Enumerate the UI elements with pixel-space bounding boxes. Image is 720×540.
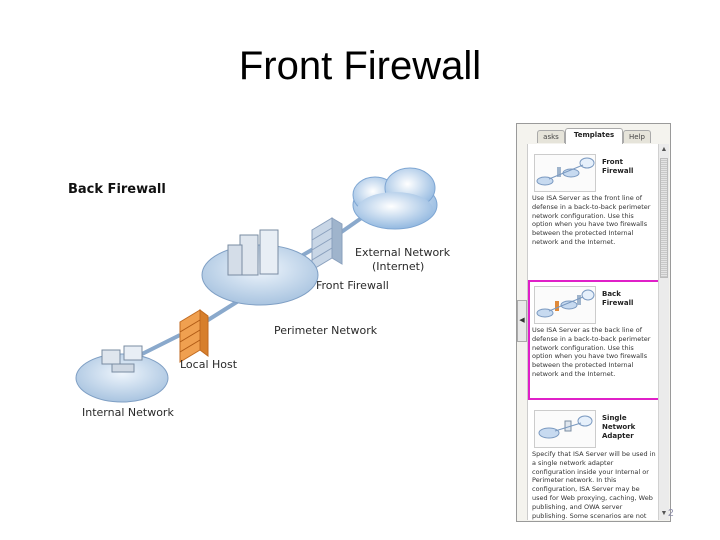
local-host-label: Local Host bbox=[180, 358, 238, 371]
slide-title: Front Firewall bbox=[238, 44, 482, 88]
external-network-label: External Network bbox=[355, 246, 451, 259]
tab-templates[interactable]: Templates bbox=[565, 128, 623, 144]
network-diagram-icon bbox=[534, 410, 596, 448]
tab-tasks[interactable]: asks bbox=[537, 130, 565, 143]
internal-network-icon bbox=[75, 345, 169, 403]
front-firewall-icon bbox=[311, 217, 343, 271]
slide-page-number: 2 bbox=[668, 508, 674, 519]
template-front-firewall[interactable]: Front Firewall Use ISA Server as the fro… bbox=[530, 150, 658, 270]
template-description: Use ISA Server as the front line of defe… bbox=[532, 194, 651, 246]
pane-tabs: asks Templates Help bbox=[517, 128, 670, 144]
internal-network-label: Internal Network bbox=[82, 406, 174, 419]
template-name: Single Network Adapter bbox=[602, 414, 636, 440]
template-name: Back Firewall bbox=[602, 290, 634, 307]
template-back-firewall[interactable]: Back Firewall Use ISA Server as the back… bbox=[528, 280, 660, 400]
templates-pane: asks Templates Help Front Firewall Use I… bbox=[516, 123, 671, 522]
internet-label: (Internet) bbox=[372, 260, 425, 273]
local-host-firewall-icon bbox=[179, 309, 209, 363]
perimeter-network-label: Perimeter Network bbox=[274, 324, 378, 337]
templates-scrollbar[interactable]: ▲ ▼ bbox=[658, 144, 669, 520]
template-single-network-adapter[interactable]: Single Network Adapter Specify that ISA … bbox=[530, 406, 658, 520]
internet-cloud-icon bbox=[352, 167, 438, 230]
templates-list: Front Firewall Use ISA Server as the fro… bbox=[527, 144, 662, 520]
network-diagram-icon bbox=[534, 154, 596, 192]
template-description: Specify that ISA Server will be used in … bbox=[532, 450, 656, 520]
template-name: Front Firewall bbox=[602, 158, 634, 175]
scroll-down-icon[interactable]: ▼ bbox=[660, 510, 668, 517]
template-description: Use ISA Server as the back line of defen… bbox=[532, 326, 651, 378]
diagram-title: Back Firewall bbox=[68, 182, 166, 197]
network-diagram-icon bbox=[534, 286, 596, 324]
scroll-thumb[interactable] bbox=[660, 158, 668, 278]
front-firewall-label: Front Firewall bbox=[316, 279, 389, 292]
network-diagram-graphic bbox=[75, 167, 438, 403]
scroll-up-icon[interactable]: ▲ bbox=[660, 146, 668, 153]
tab-help[interactable]: Help bbox=[623, 130, 651, 143]
perimeter-network-icon bbox=[201, 229, 319, 306]
pane-collapse-icon[interactable]: ◀ bbox=[517, 300, 527, 342]
network-diagram: Back Firewall External Network (Internet… bbox=[60, 150, 460, 440]
